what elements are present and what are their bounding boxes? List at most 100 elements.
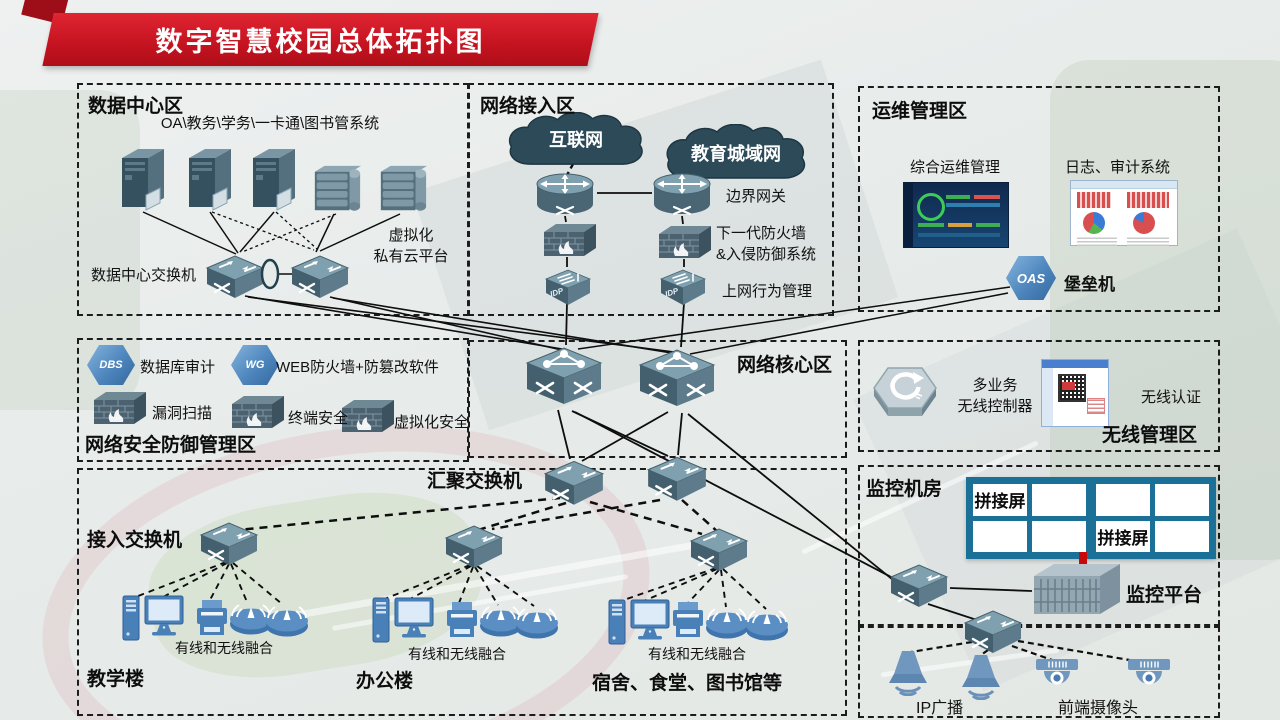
building-label-teaching: 教学楼 — [87, 669, 145, 690]
ip-speaker-icon — [883, 646, 933, 696]
behavior-management-device-icon — [542, 266, 594, 306]
pie-chart — [1133, 212, 1155, 234]
red-bar-chart — [1077, 192, 1111, 208]
border-gateway-router-icon — [650, 170, 714, 218]
dashboard-bar — [918, 233, 1000, 237]
table-text — [1077, 236, 1117, 246]
datacenter-switch-label: 数据中心交换机 — [91, 267, 197, 284]
zone-access-title: 网络接入区 — [480, 96, 576, 117]
zone-wireless — [858, 340, 1220, 452]
video-wall-cell — [1032, 520, 1086, 552]
video-wall-cell: 拼接屏 — [1096, 520, 1150, 552]
auth-note — [1087, 398, 1105, 414]
virtualization-security-label: 虚拟化安全 — [394, 414, 470, 431]
dashboard-bar — [948, 223, 972, 227]
video-wall-connector — [1079, 552, 1087, 570]
frontend-switch-icon — [960, 608, 1026, 654]
dashboard-sidebar — [904, 183, 913, 247]
wireless-controller-label-line2: 无线控制器 — [957, 398, 1033, 415]
video-wall: 拼接屏 拼接屏 — [966, 477, 1216, 559]
video-wall-cell — [973, 520, 1027, 552]
datacenter-systems-label: OA\教务\学务\一卡通\图书管系统 — [160, 115, 380, 132]
behavior-management-label: 上网行为管理 — [722, 283, 813, 300]
ops-monitor-label: 综合运维管理 — [910, 159, 1001, 176]
dome-camera-icon — [1032, 656, 1082, 696]
video-wall-cell — [1032, 484, 1086, 516]
core-switch-icon — [521, 343, 607, 411]
video-wall-left: 拼接屏 — [973, 484, 1086, 552]
edu-man-cloud-label: 教育城域网 — [691, 144, 781, 164]
dashboard-bar — [918, 223, 944, 227]
monitor-icon — [629, 598, 671, 640]
qr-logo — [1062, 382, 1075, 390]
ngfw-label-line1: 下一代防火墙 — [716, 225, 807, 242]
window-toolbar — [1071, 181, 1177, 189]
ip-speaker-icon — [956, 650, 1006, 700]
behavior-management-device-icon — [657, 266, 709, 306]
window-titlebar — [1042, 360, 1108, 368]
zone-monitoring-title: 监控机房 — [866, 479, 943, 500]
monitor-icon — [143, 594, 185, 636]
video-wall-cell — [1155, 520, 1209, 552]
window-sidebar — [1042, 368, 1053, 426]
datacenter-switch-icon — [288, 253, 352, 299]
zone-ops-title: 运维管理区 — [872, 101, 968, 122]
private-cloud-label-line1: 虚拟化 — [388, 227, 434, 244]
internet-cloud-label: 互联网 — [549, 130, 603, 150]
firewall-icon — [90, 388, 146, 428]
bastion-badge-text: OAS — [1016, 270, 1046, 286]
video-wall-cell — [1096, 484, 1150, 516]
video-wall-right: 拼接屏 — [1096, 484, 1209, 552]
zone-frontend — [858, 626, 1220, 718]
server-icon — [116, 146, 170, 214]
vuln-scan-label: 漏洞扫描 — [152, 405, 213, 422]
firewall-icon — [655, 222, 711, 262]
storage-array-icon — [308, 164, 366, 216]
dashboard-bar — [946, 195, 970, 199]
monitoring-platform-label: 监控平台 — [1126, 585, 1203, 606]
building-label-dorm: 宿舍、食堂、图书馆等 — [592, 673, 783, 694]
wireless-ap-icon — [744, 606, 790, 642]
dashboard-bar — [974, 195, 1000, 199]
db-audit-label: 数据库审计 — [140, 359, 216, 376]
monitor-icon — [393, 596, 435, 638]
server-icon — [247, 146, 301, 214]
monitoring-server-icon — [1028, 558, 1124, 620]
dashboard-bar — [976, 223, 1000, 227]
pc-tower-icon — [371, 596, 391, 644]
ops-log-label: 日志、审计系统 — [1065, 159, 1171, 176]
printer-icon — [444, 600, 480, 640]
stack-link-icon — [258, 256, 282, 292]
access-switch-icon — [196, 520, 262, 566]
pie-chart — [1083, 212, 1105, 234]
zone-datacenter-title: 数据中心区 — [88, 96, 184, 117]
web-firewall-label: WEB防火墙+防篡改软件 — [276, 359, 439, 376]
printer-icon — [194, 598, 230, 638]
access-switch-icon — [686, 526, 752, 572]
border-gateway-label: 边界网关 — [726, 188, 787, 205]
video-wall-cell: 拼接屏 — [973, 484, 1027, 516]
zone-security-title: 网络安全防御管理区 — [85, 435, 257, 456]
wireless-controller-label: 多业务 无线控制器 — [945, 374, 1045, 416]
fusion-label: 有线和无线融合 — [408, 646, 506, 662]
zone-campus — [77, 468, 847, 716]
printer-icon — [670, 600, 706, 640]
aggregation-switch-icon — [644, 454, 710, 502]
dashboard-bar — [946, 203, 1000, 207]
dashboard-gauge — [917, 193, 945, 221]
server-icon — [183, 146, 237, 214]
firewall-icon — [228, 392, 284, 432]
pc-tower-icon — [607, 598, 627, 646]
core-switch-icon — [634, 345, 720, 413]
wireless-ap-icon — [264, 602, 310, 638]
wireless-auth-label: 无线认证 — [1141, 389, 1202, 406]
fusion-label: 有线和无线融合 — [648, 646, 746, 662]
pc-tower-icon — [121, 594, 141, 642]
frontend-camera-label: 前端摄像头 — [1058, 700, 1139, 717]
dome-camera-icon — [1124, 656, 1174, 696]
aggregation-switch-label: 汇聚交换机 — [427, 471, 523, 492]
ops-dashboard-thumbnail — [903, 182, 1009, 248]
video-wall-cell — [1155, 484, 1209, 516]
wireless-auth-window — [1041, 359, 1109, 427]
